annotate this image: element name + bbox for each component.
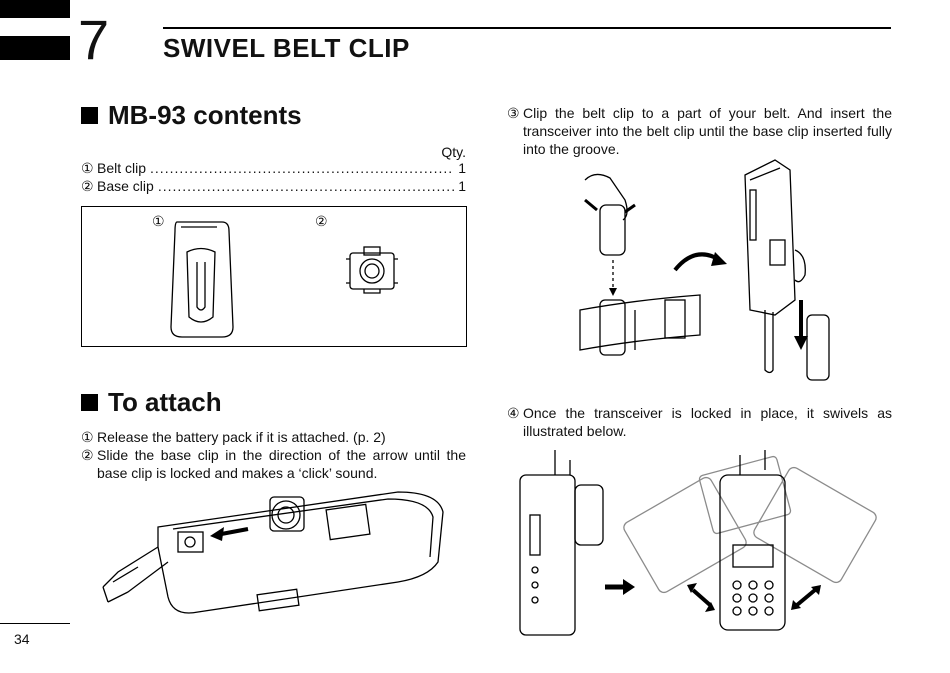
list-item-name: Belt clip	[97, 160, 147, 176]
step-text: Once the transceiver is locked in place,…	[523, 405, 892, 439]
step-number: ④	[507, 405, 520, 421]
chapter-tab-bar-bottom	[0, 36, 70, 60]
list-item-qty: 1	[458, 160, 466, 176]
contents-list: ① Belt clip 1 ② Base clip 1	[81, 159, 466, 195]
page-number: 34	[14, 631, 30, 647]
list-item-name: Base clip	[97, 178, 154, 194]
leader-dots	[158, 177, 454, 195]
figure-label-base-clip: ②	[315, 213, 328, 229]
black-square-icon	[81, 394, 98, 411]
attach-step-4: ④ Once the transceiver is locked in plac…	[507, 404, 892, 440]
list-item: ② Base clip 1	[81, 177, 466, 195]
step-item: ① Release the battery pack if it is atta…	[81, 428, 466, 446]
chapter-tab-bar-top	[0, 0, 70, 18]
black-square-icon	[81, 107, 98, 124]
belt-clip-illustration	[170, 221, 234, 338]
step-text: Clip the belt clip to a part of your bel…	[523, 105, 892, 157]
leader-dots	[150, 159, 454, 177]
figure-label-belt-clip: ①	[152, 213, 165, 229]
contents-figure-box: ① ②	[81, 206, 467, 347]
header-rule	[163, 27, 891, 29]
step-text: Slide the base clip in the direction of …	[97, 447, 466, 481]
chapter-number: 7	[78, 8, 110, 71]
attach-steps-left: ① Release the battery pack if it is atta…	[81, 428, 466, 482]
step-number: ②	[81, 447, 94, 463]
footer-rule	[0, 623, 70, 624]
belt-clip-insert-illustration	[579, 159, 830, 381]
step-item: ④ Once the transceiver is locked in plac…	[507, 404, 892, 440]
list-item: ① Belt clip 1	[81, 159, 466, 177]
list-item-number: ①	[81, 160, 94, 176]
contents-heading-text: MB-93 contents	[108, 100, 302, 130]
chapter-title: SWIVEL BELT CLIP	[163, 33, 410, 63]
step-number: ③	[507, 105, 520, 121]
base-clip-illustration	[346, 246, 398, 294]
attach-heading: To attach	[81, 387, 222, 418]
step-text: Release the battery pack if it is attach…	[97, 429, 386, 445]
radio-back-base-clip-illustration	[102, 491, 444, 614]
step-item: ② Slide the base clip in the direction o…	[81, 446, 466, 482]
step-number: ①	[81, 429, 94, 445]
qty-label: Qty.	[441, 144, 466, 160]
list-item-qty: 1	[458, 178, 466, 194]
attach-step-3: ③ Clip the belt clip to a part of your b…	[507, 104, 892, 158]
swivel-illustration	[519, 450, 877, 636]
list-item-number: ②	[81, 178, 94, 194]
step-item: ③ Clip the belt clip to a part of your b…	[507, 104, 892, 158]
contents-heading: MB-93 contents	[81, 100, 302, 131]
attach-heading-text: To attach	[108, 387, 222, 417]
